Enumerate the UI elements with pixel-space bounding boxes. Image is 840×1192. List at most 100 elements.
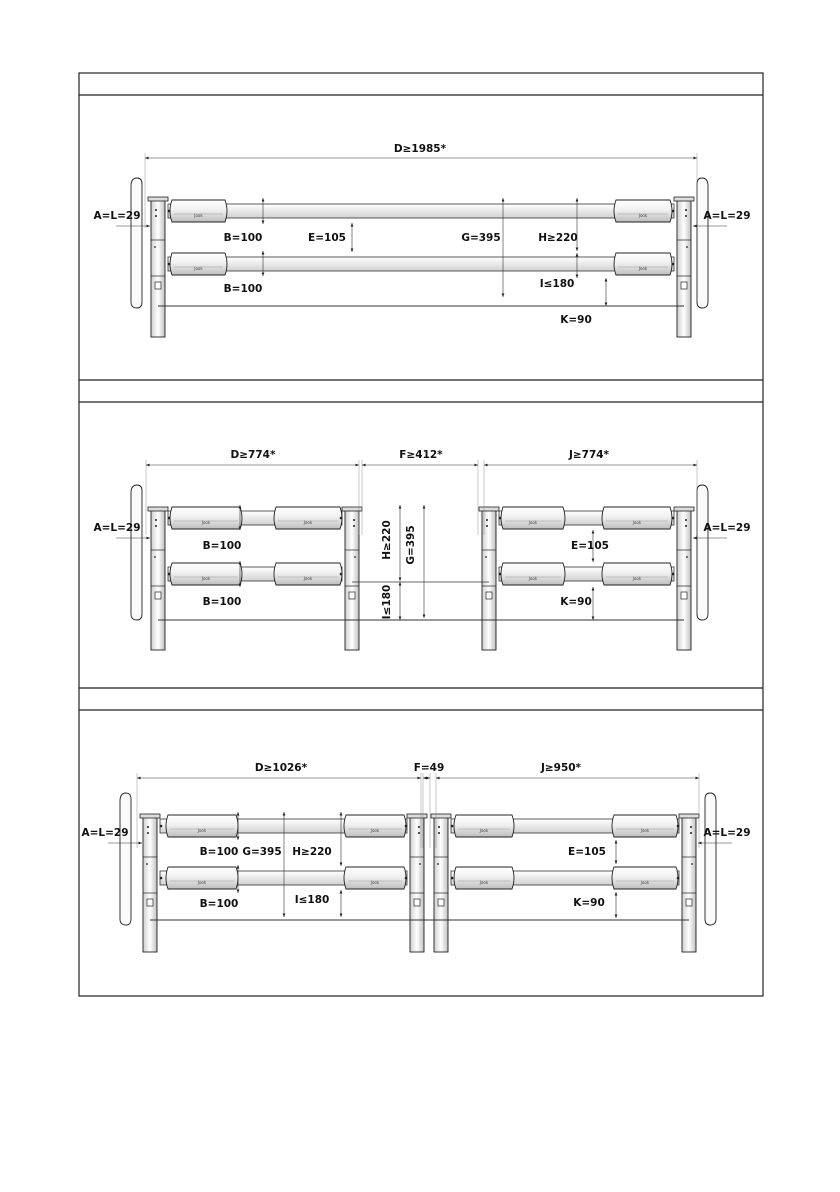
p2-lower-roller-right-logo-text: Jook [632, 576, 642, 581]
p3-lower-roller-right-logo-text: Jook [479, 880, 489, 885]
p1-upper-roller-end-cap [167, 209, 171, 213]
p3-post-mid-right-bolt [437, 863, 439, 865]
p3-dim-d: D≥1026* [255, 762, 308, 774]
p2-upper-roller-right-sleeve [601, 506, 673, 530]
p2-post-left-top-cap [147, 506, 169, 512]
p3-upper-roller-left-end-cap [404, 824, 408, 828]
p3-post-right-plate [685, 898, 693, 907]
p1-post-right-bolt [685, 215, 687, 217]
p2-dim-a-left: A=L=29 [93, 522, 140, 534]
p3-lower-roller-right-sleeve [453, 866, 515, 890]
p2-lower-roller-left-end-cap [339, 572, 343, 576]
p3-post-mid-right-top-cap [430, 813, 452, 819]
p3-lower-roller-left-sleeve [343, 866, 407, 890]
p2-dim-a-right: A=L=29 [703, 522, 750, 534]
p2-dim-i: I≤180 [381, 585, 393, 620]
p3-post-mid-left-plate [413, 898, 421, 907]
p1-upper-roller-sleeve [169, 199, 228, 223]
p1-dim-a-left: A=L=29 [93, 210, 140, 222]
p2-post-mid-right-top-cap [478, 506, 500, 512]
p3-post-mid-left-bolt [418, 826, 420, 828]
p2-left-wall-rail [130, 484, 143, 621]
p2-post-left-plate [154, 591, 162, 600]
p2-upper-roller-left-sleeve [273, 506, 343, 530]
p1-lower-roller-tube [167, 256, 675, 272]
p1-dim-i: I≤180 [540, 278, 575, 290]
p1-lower-roller-end-cap [167, 262, 171, 266]
p3-post-left-plate [146, 898, 154, 907]
p2-post-right-bolt [685, 519, 687, 521]
p3-post-right-top-cap [678, 813, 700, 819]
p3-lower-roller-left-logo-text: Jook [370, 880, 380, 885]
p2-lower-roller-right-logo-text: Jook [528, 576, 538, 581]
p1-dim-d: D≥1985* [394, 143, 447, 155]
p3-lower-roller-right-logo-text: Jook [640, 880, 650, 885]
p2-lower-roller-left-logo-text: Jook [201, 576, 211, 581]
p3-upper-roller-left-sleeve [165, 814, 239, 838]
p3-lower-roller-left-end-cap [404, 876, 408, 880]
p2-dim-g: G=395 [405, 525, 417, 564]
p1-post-left-top-cap [147, 196, 169, 202]
p3-dim-f: F=49 [414, 762, 445, 774]
p2-post-mid-right-plate [485, 591, 493, 600]
p3-lower-roller-right-end-cap [676, 876, 680, 880]
p2-post-right-plate [680, 591, 688, 600]
p2-post-mid-left-body [344, 509, 360, 651]
p3-post-left-bolt [147, 826, 149, 828]
p3-dim-h: H≥220 [292, 846, 332, 858]
p3-dim-a-right: A=L=29 [703, 827, 750, 839]
p3-left-wall-rail [119, 792, 132, 926]
p2-post-right-bolt [686, 556, 688, 558]
p1-dim-b-top: B=100 [224, 232, 263, 244]
p2-upper-roller-left-sleeve [169, 506, 243, 530]
p2-upper-roller-left-end-cap [339, 516, 343, 520]
p2-lower-roller-left-sleeve [273, 562, 343, 586]
p1-post-right-body [676, 199, 692, 338]
p1-upper-roller-logo-text: Jook [638, 213, 648, 218]
p1-upper-roller-logo-text: Jook [193, 213, 203, 218]
p1-post-right-top-cap [673, 196, 695, 202]
p2-dim-f: F≥412* [399, 449, 443, 461]
p1-post-right-plate [680, 281, 688, 290]
p3-lower-roller-right-end-cap [450, 876, 454, 880]
p2-post-left-bolt [154, 556, 156, 558]
p1-post-left-body [150, 199, 166, 338]
p2-upper-roller-right-logo-text: Jook [632, 520, 642, 525]
p3-lower-roller-left-logo-text: Jook [197, 880, 207, 885]
p3-post-mid-right-plate [437, 898, 445, 907]
p3-post-left-top-cap [139, 813, 161, 819]
p2-upper-roller-right-logo-text: Jook [528, 520, 538, 525]
p2-dim-d: D≥774* [231, 449, 276, 461]
p2-lower-roller-right-sleeve [601, 562, 673, 586]
p3-post-right-bolt [690, 832, 692, 834]
p1-post-right-bolt [685, 209, 687, 211]
p2-post-mid-right-bolt [485, 556, 487, 558]
p2-post-mid-right-bolt [486, 519, 488, 521]
p3-dim-k: K=90 [573, 897, 605, 909]
p2-lower-roller-right-end-cap [498, 572, 502, 576]
p1-post-left-bolt [155, 215, 157, 217]
p2-post-left-bolt [155, 525, 157, 527]
p2-dim-b-bottom: B=100 [203, 596, 242, 608]
p3-dim-j: J≥950* [540, 762, 582, 774]
p2-post-mid-right-bolt [486, 525, 488, 527]
p2-post-mid-left-plate [348, 591, 356, 600]
p1-dim-e: E=105 [308, 232, 346, 244]
p3-post-left-bolt [146, 863, 148, 865]
p3-lower-roller-right-sleeve [611, 866, 679, 890]
p1-right-wall-rail [696, 177, 709, 309]
p2-dim-e: E=105 [571, 540, 609, 552]
p2-dim-k: K=90 [560, 596, 592, 608]
p2-lower-roller-left-logo-text: Jook [303, 576, 313, 581]
p2-dim-b-top: B=100 [203, 540, 242, 552]
p2-post-right-top-cap [673, 506, 695, 512]
p3-post-mid-left-bolt [418, 832, 420, 834]
sheet-frame [78, 72, 764, 997]
p1-dim-h: H≥220 [538, 232, 578, 244]
p3-dim-b-bottom: B=100 [200, 898, 239, 910]
p2-dim-j: J≥774* [568, 449, 610, 461]
p3-post-left-bolt [147, 832, 149, 834]
p2-post-left-bolt [155, 519, 157, 521]
p2-right-wall-rail [696, 484, 709, 621]
